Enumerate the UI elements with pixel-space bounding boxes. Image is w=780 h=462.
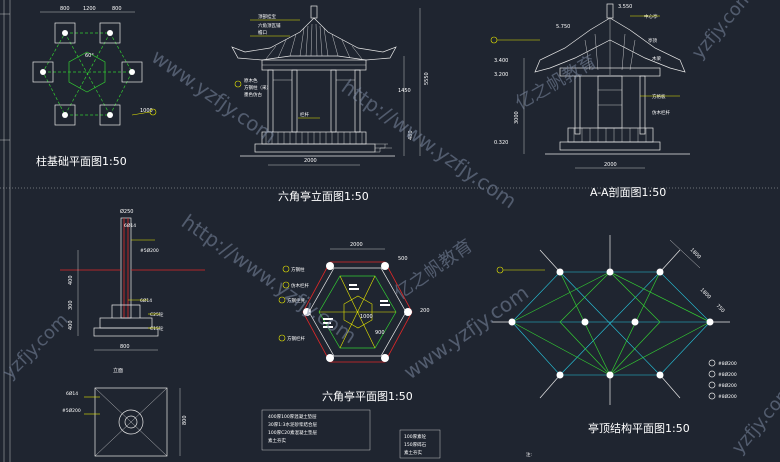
dim-text: 3000 xyxy=(514,111,520,124)
note-line: 素土夯实 xyxy=(268,437,286,444)
dim-text: Ø250 xyxy=(120,208,133,215)
callout: C25砼 xyxy=(150,311,164,318)
callout: 墨色仿古 xyxy=(244,91,262,98)
dim-text: 900 xyxy=(375,330,385,336)
callout: 木梁 xyxy=(652,55,661,62)
callout: 6Ø14 xyxy=(140,297,152,304)
note-line: 素土夯实 xyxy=(404,449,422,456)
square-footing-plan: 800 6Ø14 #5Ø200 xyxy=(62,387,188,457)
callout: 方钢柱（采） xyxy=(244,84,271,91)
callout: 仿木栏杆 xyxy=(291,282,309,289)
title-section: A-A剖面图1:50 xyxy=(590,185,666,199)
dim-text: 400 xyxy=(68,275,74,285)
watermark: yzfjy.com xyxy=(688,0,758,63)
title-pavilion-plan: 六角亭平面图1:50 xyxy=(322,389,413,403)
callout: 方钢栏杆 xyxy=(287,335,305,342)
title-elevation: 六角亭立面图1:50 xyxy=(278,189,369,203)
dim-text: 500 xyxy=(398,256,408,262)
dim-text: 300 xyxy=(68,300,74,310)
dim-text: 2000 xyxy=(304,158,317,164)
callout: 檐口 xyxy=(258,29,267,36)
note-line: 400厚100厚混凝土垫层 xyxy=(268,413,317,420)
callout: #8Ø200 xyxy=(718,360,737,367)
callout: 栏杆 xyxy=(300,111,309,118)
callout: #8Ø200 xyxy=(718,393,737,400)
callout: #5Ø200 xyxy=(62,407,81,414)
watermark: 亿之帆教育 xyxy=(512,51,600,114)
callout: 顶部挂宝 xyxy=(258,13,276,20)
level-text: 3.400 xyxy=(494,58,508,64)
title-footing: 立面 xyxy=(113,367,123,374)
callout: 亭顶 xyxy=(648,37,657,44)
title-roof-structure-plan: 亭顶结构平面图1:50 xyxy=(588,421,690,435)
callout: 方钢坐凳 xyxy=(287,297,305,304)
callout: 6Ø14 xyxy=(124,222,136,229)
dim-text: 2000 xyxy=(350,242,363,248)
column-base-plan: 800 1200 800 60° 1000 柱基础平面图1:50 xyxy=(32,6,157,168)
dim-text: 800 xyxy=(120,344,130,350)
callout: 仿木栏杆 xyxy=(652,109,670,116)
dim-text: 480 xyxy=(408,130,414,140)
callout: #5Ø200 xyxy=(140,247,159,254)
dim-text: 2000 xyxy=(604,162,617,168)
pavilion-plan: 2000 1000 900 200 500 方钢柱 仿木栏杆 方钢坐凳 方钢栏杆 xyxy=(261,242,532,459)
dim-text: 800 xyxy=(112,6,122,12)
title-column-base-plan: 柱基础平面图1:50 xyxy=(36,154,127,168)
watermark: yzfjy.com xyxy=(728,381,780,459)
dim-text: 1450 xyxy=(398,88,411,94)
dim-text: 1800 xyxy=(689,247,702,260)
callout: 中心亭 xyxy=(644,13,658,20)
level-text: 3.550 xyxy=(618,4,632,10)
roof-structure-plan: 1800 1800 750 #8Ø200 #8Ø200 #8Ø200 #8Ø20… xyxy=(492,235,737,435)
callout: #8Ø200 xyxy=(718,382,737,389)
callout: 6Ø14 xyxy=(66,390,78,397)
note-line: 150厚碎石 xyxy=(404,441,427,448)
dim-text: 800 xyxy=(60,6,70,12)
section-aa: 3.400 3.200 0.320 3000 5.750 3.550 2000 … xyxy=(490,3,690,199)
dim-text: 400 xyxy=(68,320,74,330)
level-text: 5.750 xyxy=(556,24,570,30)
note-line: 100厚素砼 xyxy=(404,433,427,440)
dim-text: 1800 xyxy=(699,287,712,300)
watermark: yzfjy.com xyxy=(0,309,73,383)
callout: C15砼 xyxy=(150,325,164,332)
dim-text: 800 xyxy=(182,415,188,425)
dim-text: 1000 xyxy=(360,314,373,320)
callout: 方格板 xyxy=(652,93,666,100)
level-text: 0.320 xyxy=(494,140,508,146)
dim-text: 5550 xyxy=(424,72,430,85)
note-label: 注: xyxy=(526,451,532,458)
pavilion-elevation: 5550 1450 480 2000 顶部挂宝 六角顶瓦铺 檐口 原木色 方钢柱… xyxy=(231,5,430,203)
note-line: 30厚1:3水泥砂浆结合层 xyxy=(268,421,317,428)
level-text: 3.200 xyxy=(494,72,508,78)
dim-text: 750 xyxy=(715,303,726,314)
dim-text: 1200 xyxy=(83,6,96,12)
watermark: http://www.yzfjy.com xyxy=(177,209,361,348)
note-line: 100厚C20素混凝土垫层 xyxy=(268,429,317,436)
footing-section: Ø250 400 300 400 800 #5Ø200 6Ø14 C25砼 C1… xyxy=(60,208,205,374)
watermark: 亿之帆教育 xyxy=(391,235,477,304)
dim-text: 200 xyxy=(420,308,430,314)
angle-text: 60° xyxy=(85,53,94,59)
callout: #8Ø200 xyxy=(718,371,737,378)
callout: 六角顶瓦铺 xyxy=(258,22,281,29)
callout: 原木色 xyxy=(244,77,258,84)
callout: 方钢柱 xyxy=(291,266,305,273)
dim-text: 1000 xyxy=(140,108,153,114)
watermark: www.yzfjy.com xyxy=(399,280,533,384)
